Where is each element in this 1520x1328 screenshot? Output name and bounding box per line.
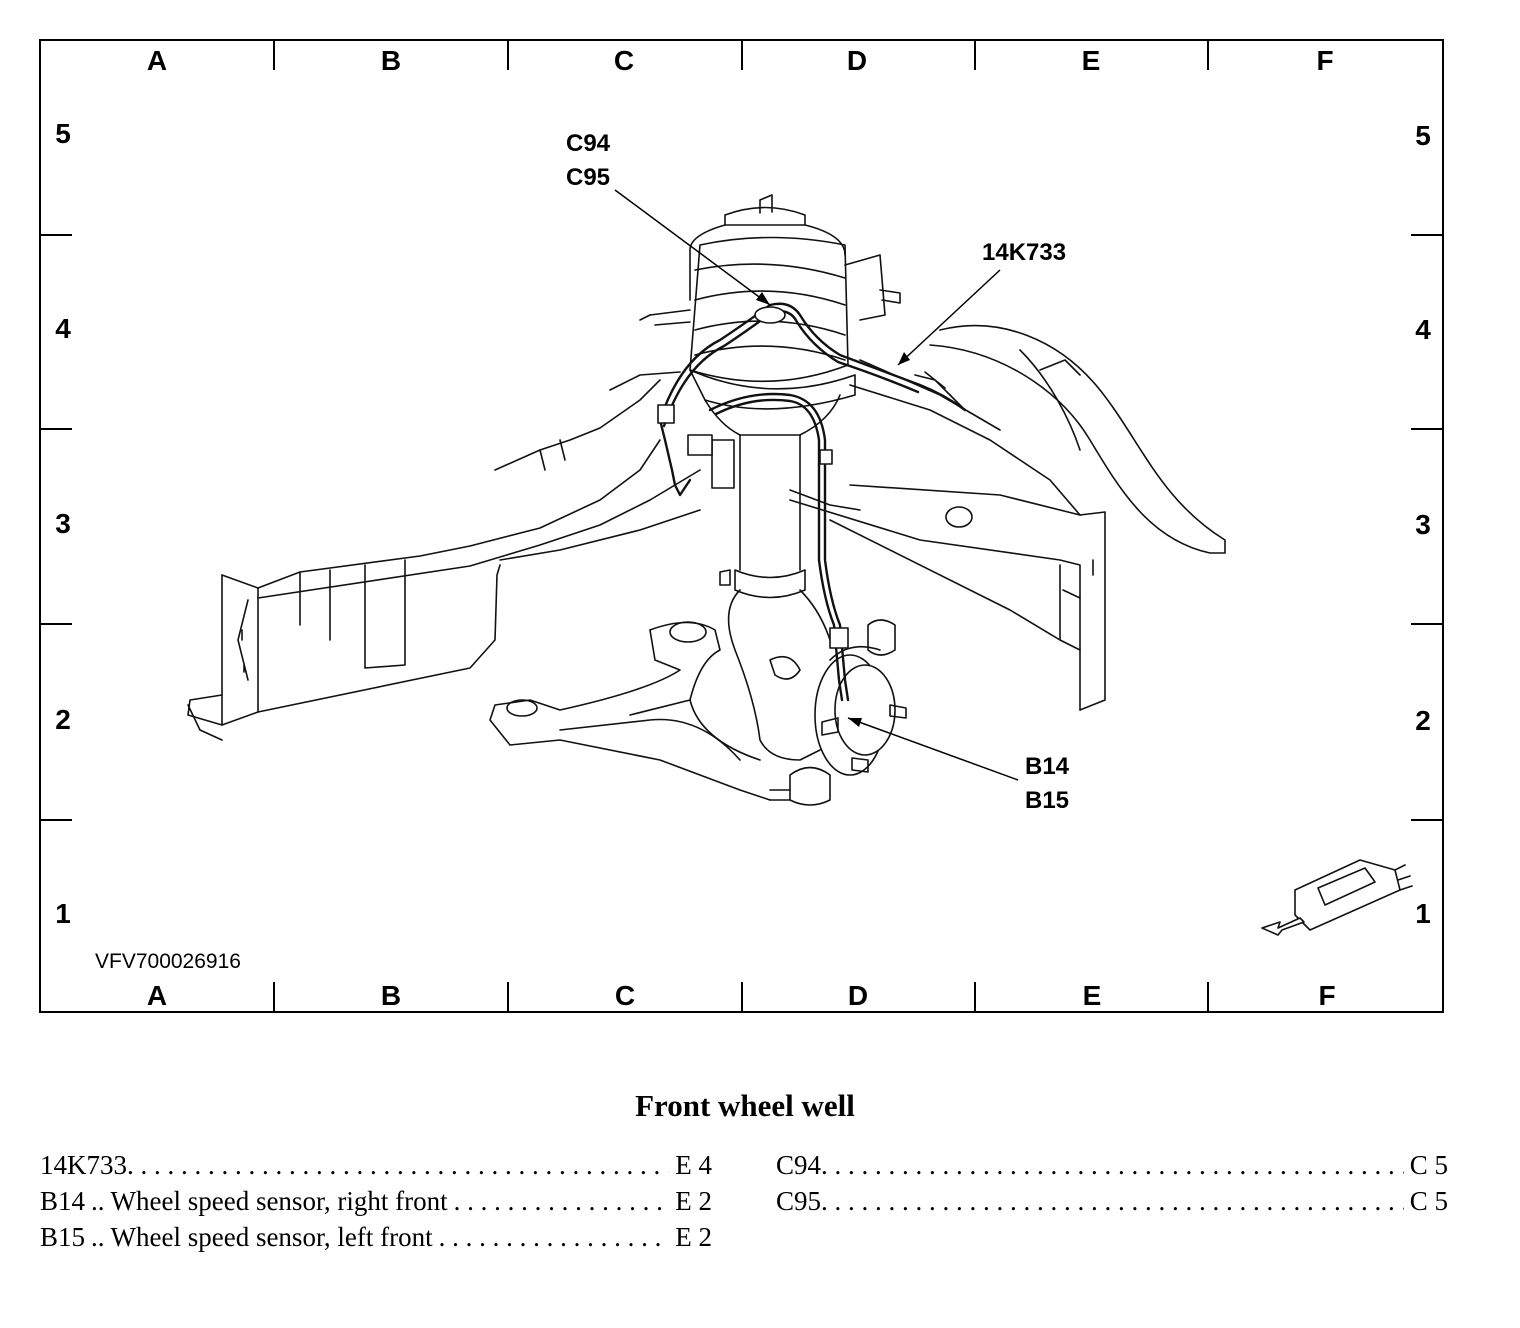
legend-leader-dots: [821, 1150, 1404, 1181]
grid-row-left-4: 4: [55, 313, 71, 344]
strut-assembly: [639, 194, 901, 599]
grid-row-left-1: 1: [55, 898, 71, 929]
frame-rail-left: [187, 371, 701, 741]
grid-col-bottom-a: A: [147, 980, 167, 1011]
wheel-well-diagram: A B C D E F A B C D E F 5 4 3 2 1 5 4 3 …: [39, 39, 1444, 1013]
grid-col-top-b: B: [381, 45, 401, 76]
wheel-hub: [814, 619, 907, 776]
legend-location: C 5: [1409, 1186, 1448, 1216]
legend-leader-dots: [454, 1186, 670, 1217]
figure-caption: Front wheel well: [635, 1088, 855, 1123]
legend-description: Wheel speed sensor, left front: [110, 1222, 433, 1252]
knuckle-lower-arm: [489, 589, 831, 806]
vehicle-orientation-icon: [1261, 859, 1413, 936]
leader-b14-b15: [847, 717, 1019, 781]
legend-location: E 4: [675, 1150, 712, 1180]
grid-col-top-d: D: [847, 45, 867, 76]
legend-id: 14K733: [40, 1150, 127, 1180]
leader-lines: [614, 189, 1019, 781]
grid-col-bottom-f: F: [1318, 980, 1335, 1011]
legend-separator: ..: [91, 1186, 105, 1216]
legend-location: E 2: [675, 1186, 712, 1216]
legend-location: C 5: [1409, 1150, 1448, 1180]
legend-description: Wheel speed sensor, right front: [110, 1186, 448, 1216]
legend-row: B14 .. Wheel speed sensor, right front E…: [40, 1186, 712, 1222]
legend-leader-dots: [439, 1222, 670, 1253]
callout-c94: C94: [566, 130, 611, 157]
legend-leader-dots: [821, 1186, 1404, 1217]
grid-row-left-3: 3: [55, 508, 71, 539]
grid-col-bottom-e: E: [1083, 980, 1102, 1011]
figure-id: VFV700026916: [95, 950, 241, 973]
legend-right-column: C94 C 5 C95 C 5: [776, 1150, 1448, 1222]
legend-id: C95: [776, 1186, 822, 1216]
grid-row-right-3: 3: [1415, 509, 1431, 540]
callout-14k733: 14K733: [982, 239, 1066, 266]
grid-col-bottom-d: D: [848, 980, 868, 1011]
wiring-harness: [657, 302, 967, 702]
grid-col-top-e: E: [1082, 45, 1101, 76]
grid-row-right-5: 5: [1415, 120, 1431, 151]
legend-row: B15 .. Wheel speed sensor, left front E …: [40, 1222, 712, 1258]
legend-id: B14: [40, 1186, 86, 1216]
callout-c95: C95: [566, 164, 610, 191]
grid-row-left-5: 5: [55, 118, 71, 149]
grid-row-left-2: 2: [55, 704, 71, 735]
legend-row: 14K733 E 4: [40, 1150, 712, 1186]
callout-b14: B14: [1025, 753, 1070, 780]
legend-row: C94 C 5: [776, 1150, 1448, 1186]
legend-separator: ..: [91, 1222, 105, 1252]
diagram-frame: [39, 39, 1444, 1013]
legend-left-column: 14K733 E 4 B14 .. Wheel speed sensor, ri…: [40, 1150, 712, 1258]
grid-col-bottom-b: B: [381, 980, 401, 1011]
legend-row: C95 C 5: [776, 1186, 1448, 1222]
legend-leader-dots: [127, 1150, 669, 1181]
grid-row-right-4: 4: [1415, 314, 1431, 345]
frame-cross-member: [789, 484, 1106, 711]
grid-col-bottom-c: C: [615, 980, 635, 1011]
grid-col-top-f: F: [1316, 45, 1333, 76]
legend-id: B15: [40, 1222, 86, 1252]
leader-c94-c95: [614, 189, 771, 306]
grid-col-top-c: C: [614, 45, 634, 76]
leader-14k733: [897, 269, 1001, 366]
callout-b15: B15: [1025, 787, 1069, 814]
grid-row-right-1: 1: [1415, 898, 1431, 929]
grid-col-top-a: A: [147, 45, 167, 76]
legend-location: E 2: [675, 1222, 712, 1252]
grid-ticks: [40, 40, 1443, 1012]
grid-row-right-2: 2: [1415, 705, 1431, 736]
legend-id: C94: [776, 1150, 822, 1180]
